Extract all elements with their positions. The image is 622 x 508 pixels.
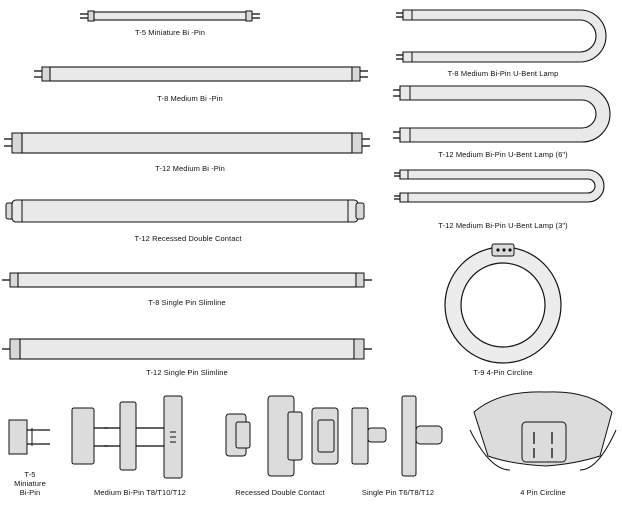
- base-single-pin: [351, 395, 443, 477]
- label-t5-miniature: T-5 Miniature Bi -Pin: [134, 28, 206, 37]
- t12-slimline-tube: [2, 338, 372, 360]
- t8-slimline-tube: [2, 272, 372, 288]
- label-base-t5-line2: Miniature: [14, 479, 46, 488]
- base-4pin-circline: [469, 391, 617, 471]
- t5-miniature-tube: [80, 10, 260, 22]
- label-t12-ubent3: T-12 Medium Bi-Pin U-Bent Lamp (3"): [438, 221, 568, 230]
- t8-ubent-lamp: [396, 9, 607, 63]
- label-t12-bipin: T-12 Medium Bi -Pin: [155, 164, 225, 173]
- label-base-t5-line3: Bi-Pin: [19, 488, 41, 497]
- label-base-t5-line1: T-5: [24, 470, 36, 479]
- t12-ubent-3-lamp: [394, 169, 605, 203]
- label-t12-slimline: T-12 Single Pin Slimline: [146, 368, 228, 377]
- t9-circline-lamp: [444, 243, 562, 364]
- label-t12-recessed: T-12 Recessed Double Contact: [134, 234, 242, 243]
- label-base-recessed: Recessed Double Contact: [235, 488, 325, 497]
- label-base-4pin: 4 Pin Circline: [520, 488, 566, 497]
- t8-medium-bipin-tube: [34, 66, 368, 82]
- t12-ubent-6-lamp: [393, 85, 611, 143]
- base-t5-miniature: [8, 419, 50, 455]
- t12-medium-bipin-tube: [4, 132, 370, 154]
- base-recessed-dc: [225, 395, 339, 477]
- t12-recessed-dc-tube: [5, 199, 365, 223]
- label-t8-bipin: T-8 Medium Bi -Pin: [157, 94, 223, 103]
- label-base-single-pin: Single Pin T6/T8/T12: [361, 488, 435, 497]
- label-t8-ubent: T-8 Medium Bi-Pin U-Bent Lamp: [447, 69, 559, 78]
- label-base-medium-bipin: Medium Bi-Pin T8/T10/T12: [94, 488, 186, 497]
- base-medium-bipin: [71, 395, 183, 479]
- label-t8-slimline: T-8 Single Pin Slimline: [148, 298, 226, 307]
- label-t12-ubent6: T-12 Medium Bi-Pin U-Bent Lamp (6"): [438, 150, 568, 159]
- label-t9-circline: T-9 4-Pin Circline: [473, 368, 533, 377]
